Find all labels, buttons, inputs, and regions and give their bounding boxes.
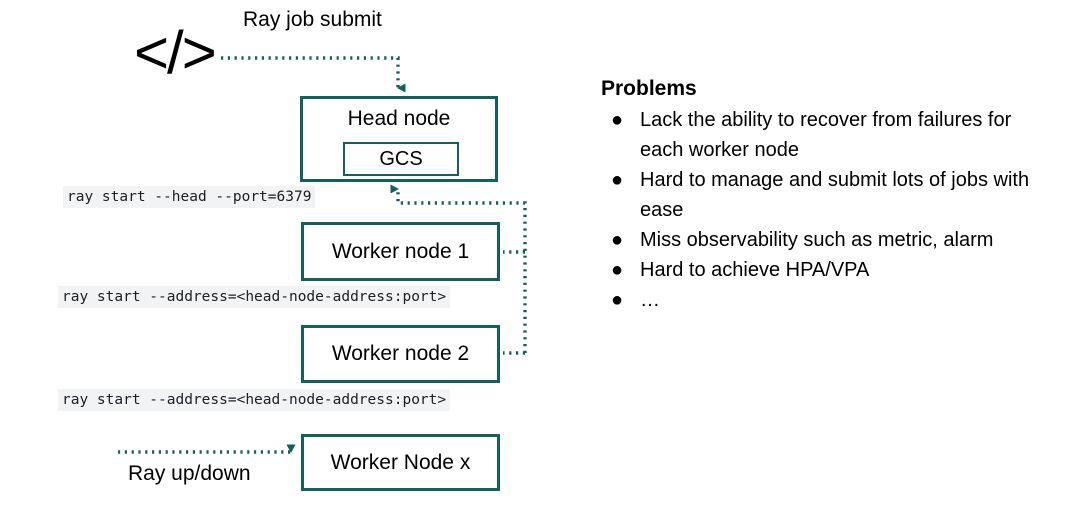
problems-panel: Problems ● Lack the ability to recover fr…	[601, 76, 1031, 315]
problem-item: ● Hard to achieve HPA/VPA	[601, 255, 1031, 285]
problems-title: Problems	[601, 77, 697, 100]
command-worker2-start: ray start --address=<head-node-address:p…	[58, 389, 451, 411]
bullet-icon: ●	[611, 169, 624, 191]
worker-node-1-label: Worker node 1	[331, 239, 470, 263]
problems-list: ● Lack the ability to recover from failur…	[601, 105, 1031, 315]
problem-item: ●…	[601, 285, 1031, 315]
command-head-start: ray start --head --port=6379	[63, 186, 316, 208]
ray-up-down-label: Ray up/down	[128, 462, 251, 485]
head-node-box[interactable]: Head node GCS	[300, 96, 498, 182]
problem-item-text: …	[640, 289, 660, 311]
bullet-icon: ●	[611, 109, 624, 131]
gcs-label: GCS	[379, 148, 423, 170]
bullet-icon: ●	[611, 229, 624, 251]
command-worker1-start: ray start --address=<head-node-address:p…	[58, 286, 451, 308]
worker-node-2-box[interactable]: Worker node 2	[301, 325, 500, 383]
bullet-icon: ●	[611, 259, 624, 281]
worker-node-x-label: Worker Node x	[330, 450, 471, 474]
worker-node-1-box[interactable]: Worker node 1	[301, 222, 500, 281]
ray-job-submit-label: Ray job submit	[243, 8, 382, 31]
worker-node-x-box[interactable]: Worker Node x	[301, 434, 500, 491]
wire-job-submit	[221, 56, 406, 93]
problem-item-text: Miss observability such as metric, alarm	[640, 229, 994, 251]
gcs-box[interactable]: GCS	[343, 142, 459, 176]
code-brackets-icon: </>	[134, 19, 217, 86]
problem-item-text: Hard to manage and submit lots of jobs w…	[640, 169, 1030, 221]
problem-item: ● Lack the ability to recover from failur…	[601, 105, 1031, 165]
problem-item: ● Hard to manage and submit lots of jobs …	[601, 165, 1031, 225]
bullet-icon: ●	[611, 289, 624, 311]
head-node-label: Head node	[347, 107, 451, 130]
worker-node-2-label: Worker node 2	[331, 342, 470, 365]
problem-item-text: Hard to achieve HPA/VPA	[640, 259, 870, 281]
problem-item: ● Miss observability such as metric, alar…	[601, 225, 1031, 255]
problem-item-text: Lack the ability to recover from failure…	[640, 109, 1012, 161]
